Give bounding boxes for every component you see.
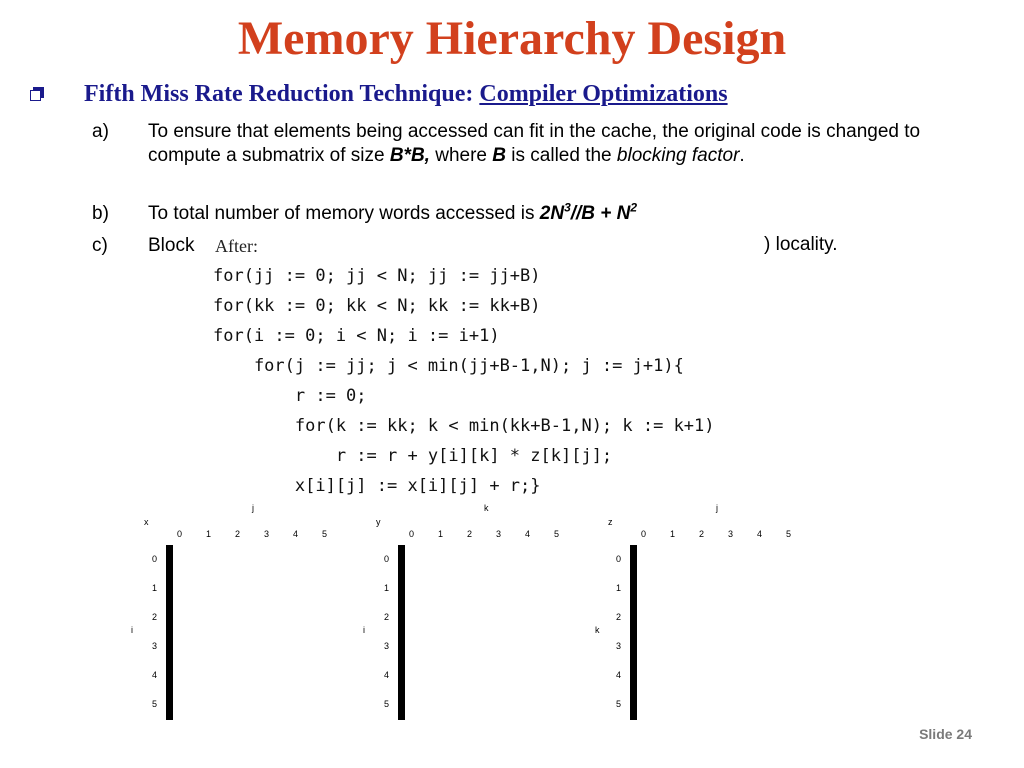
- column-index: 0: [641, 529, 647, 539]
- row-index: 4: [152, 670, 158, 680]
- row-index: 5: [616, 699, 622, 709]
- matrix-cell: [403, 632, 405, 662]
- matrix-cell: [171, 545, 173, 575]
- matrix-grid: [166, 545, 173, 720]
- square-bullet-icon: [30, 87, 44, 101]
- matrix-cell: [635, 690, 637, 720]
- column-index: 2: [467, 529, 473, 539]
- code-line: for(j := jj; j < min(jj+B-1,N); j := j+1…: [213, 356, 684, 376]
- column-index: 5: [786, 529, 792, 539]
- row-index: 1: [616, 583, 622, 593]
- matrix-cell: [635, 661, 637, 691]
- column-index: 0: [409, 529, 415, 539]
- column-index: 3: [496, 529, 502, 539]
- row-index: 2: [384, 612, 390, 622]
- column-index: 1: [670, 529, 676, 539]
- code-figure: After: for(jj := 0; jj < N; jj := jj+B) …: [205, 232, 761, 502]
- column-index: 2: [235, 529, 241, 539]
- row-index: 4: [616, 670, 622, 680]
- matrix-name: z: [608, 517, 613, 527]
- row-index: 2: [616, 612, 622, 622]
- item-label: b): [92, 203, 109, 224]
- matrix-cell: [171, 603, 173, 633]
- matrix-cell: [635, 574, 637, 604]
- heading-prefix: Fifth Miss Rate Reduction Technique:: [84, 80, 474, 107]
- row-index: 0: [384, 554, 390, 564]
- item-text: To ensure that elements being accessed c…: [148, 121, 921, 166]
- column-index: 5: [554, 529, 560, 539]
- list-item-b: b) To total number of memory words acces…: [92, 202, 968, 226]
- column-index: 4: [757, 529, 763, 539]
- row-index: 5: [384, 699, 390, 709]
- matrix-cell: [171, 632, 173, 662]
- row-index: 2: [152, 612, 158, 622]
- slide-number: Slide 24: [919, 726, 972, 742]
- item-label: c): [92, 235, 108, 256]
- matrix-cell: [635, 632, 637, 662]
- list-item-c: c) Block: [92, 234, 968, 258]
- row-index: 1: [152, 583, 158, 593]
- column-index: 4: [293, 529, 299, 539]
- column-index: 3: [264, 529, 270, 539]
- code-label: After:: [215, 236, 258, 256]
- code-line: for(kk := 0; kk < N; kk := kk+B): [213, 296, 541, 316]
- column-index: 1: [206, 529, 212, 539]
- row-index: 3: [152, 641, 158, 651]
- column-index: 1: [438, 529, 444, 539]
- row-axis-label: k: [595, 625, 600, 635]
- column-index: 2: [699, 529, 705, 539]
- matrix-cell: [171, 661, 173, 691]
- item-label: a): [92, 121, 109, 142]
- matrix-name: y: [376, 517, 381, 527]
- matrix-cell: [403, 545, 405, 575]
- matrix-cell: [171, 690, 173, 720]
- column-index: 5: [322, 529, 328, 539]
- list-item-a: a) To ensure that elements being accesse…: [92, 120, 968, 168]
- code-line: for(i := 0; i < N; i := i+1): [213, 326, 500, 346]
- code-line: for(jj := 0; jj < N; jj := jj+B): [213, 266, 541, 286]
- row-index: 3: [384, 641, 390, 651]
- section-heading: Fifth Miss Rate Reduction Technique: Com…: [30, 78, 728, 110]
- column-index: 0: [177, 529, 183, 539]
- row-axis-label: i: [131, 625, 133, 635]
- item-text: To total number of memory words accessed…: [148, 200, 638, 224]
- row-index: 1: [384, 583, 390, 593]
- item-text: Block: [148, 235, 195, 256]
- column-index: 3: [728, 529, 734, 539]
- matrix-grid: [398, 545, 405, 720]
- row-index: 3: [616, 641, 622, 651]
- matrix-cell: [403, 574, 405, 604]
- code-line: x[i][j] := x[i][j] + r;}: [213, 476, 541, 496]
- matrix-cell: [403, 661, 405, 691]
- code-line: r := 0;: [213, 386, 367, 406]
- row-index: 5: [152, 699, 158, 709]
- row-axis-label: i: [363, 625, 365, 635]
- matrix-cell: [635, 603, 637, 633]
- column-index: 4: [525, 529, 531, 539]
- column-axis-label: j: [716, 503, 718, 513]
- column-axis-label: k: [484, 503, 489, 513]
- matrix-name: x: [144, 517, 149, 527]
- row-index: 4: [384, 670, 390, 680]
- item-c-tail: ) locality.: [764, 234, 838, 255]
- code-line: for(k := kk; k < min(kk+B-1,N); k := k+1…: [213, 416, 715, 436]
- matrix-cell: [635, 545, 637, 575]
- matrix-cell: [171, 574, 173, 604]
- column-axis-label: j: [252, 503, 254, 513]
- row-index: 0: [616, 554, 622, 564]
- matrix-grid: [630, 545, 637, 720]
- code-line: r := r + y[i][k] * z[k][j];: [213, 446, 613, 466]
- matrix-cell: [403, 603, 405, 633]
- row-index: 0: [152, 554, 158, 564]
- slide-title: Memory Hierarchy Design: [237, 12, 787, 65]
- heading-topic: Compiler Optimizations: [479, 80, 728, 107]
- matrix-cell: [403, 690, 405, 720]
